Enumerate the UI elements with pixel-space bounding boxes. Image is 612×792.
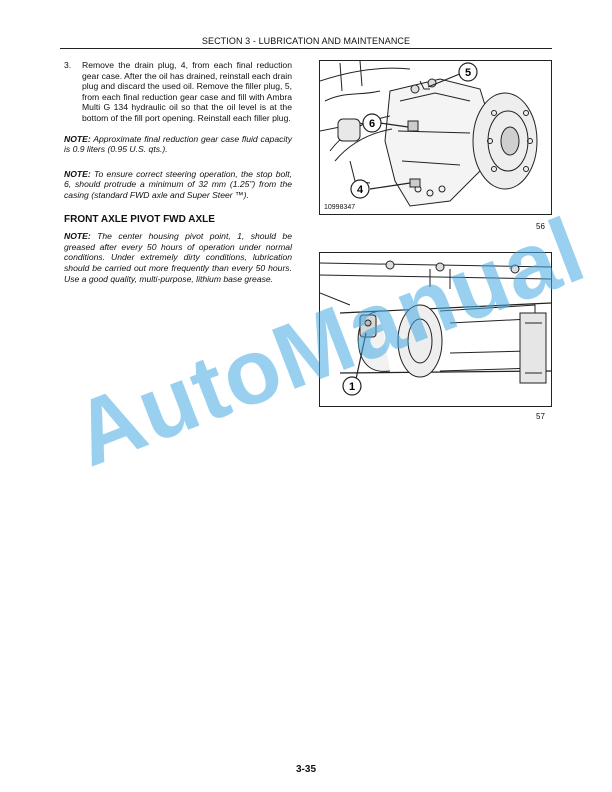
figure-gear-case: 5 6 4 10998347	[319, 60, 552, 215]
section-heading: FRONT AXLE PIVOT FWD AXLE	[64, 213, 215, 225]
figure-number: 56	[536, 222, 545, 231]
axle-pivot-illustration: 1	[320, 260, 551, 396]
note-text: To ensure correct steering operation, th…	[64, 168, 292, 200]
page-number: 3-35	[295, 764, 316, 775]
section-header: SECTION 3 - LUBRICATION AND MAINTENANCE	[201, 36, 411, 46]
header-rule	[60, 48, 552, 49]
gear-case-illustration: 5 6 4	[320, 61, 538, 207]
step-3: 3. Remove the drain plug, 4, from each f…	[64, 60, 292, 124]
figure-image-id: 10998347	[324, 204, 356, 211]
callout-4: 4	[350, 179, 370, 199]
callout-5: 5	[458, 62, 478, 82]
callout-label: 4	[357, 184, 364, 196]
figure-axle-pivot: 1	[319, 252, 552, 407]
callout-label: 6	[369, 118, 375, 130]
note-label: NOTE:	[64, 133, 91, 144]
callout-1: 1	[342, 376, 362, 396]
note-label: NOTE:	[64, 168, 91, 179]
note-label: NOTE:	[64, 231, 91, 242]
figure-number: 57	[536, 412, 545, 421]
note-text: Approximate final reduction gear case fl…	[64, 133, 292, 155]
step-number: 3.	[64, 60, 72, 70]
callout-label: 5	[465, 67, 471, 79]
callout-6: 6	[362, 113, 382, 133]
left-column: 3. Remove the drain plug, 4, from each f…	[64, 60, 292, 284]
note-pivot: NOTE: The center housing pivot point, 1,…	[64, 231, 292, 284]
callout-label: 1	[349, 381, 355, 393]
note-stop-bolt: NOTE: To ensure correct steering operati…	[64, 169, 292, 201]
note-capacity: NOTE: Approximate final reduction gear c…	[64, 134, 292, 155]
note-text: The center housing pivot point, 1, shoul…	[64, 231, 292, 284]
step-text: Remove the drain plug, 4, from each fina…	[82, 60, 292, 123]
